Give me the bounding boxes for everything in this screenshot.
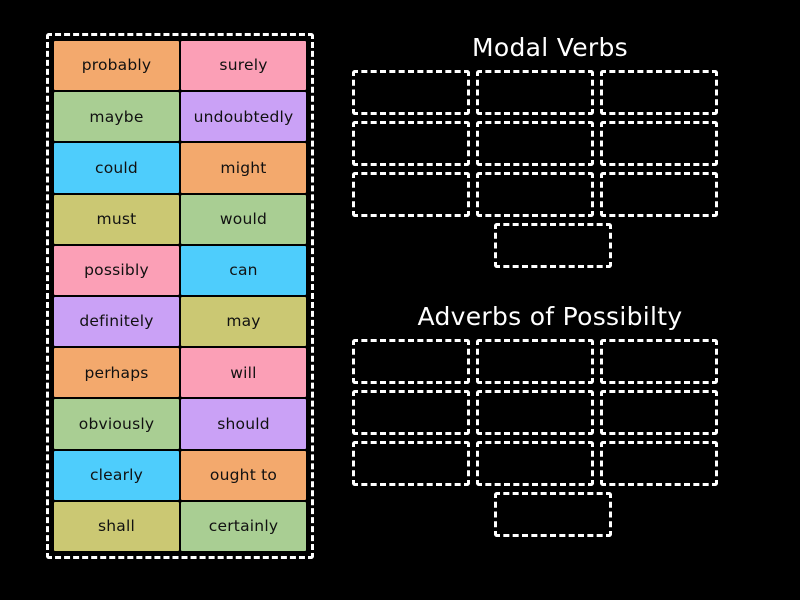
drop-slot[interactable] [352,171,470,217]
drop-slot-row [352,222,748,274]
word-tile[interactable]: must [54,194,179,244]
word-tile[interactable]: may [181,297,306,347]
category-adverbs-of-possibility: Adverbs of Possibilty [352,303,782,543]
drop-slot-row [352,491,748,543]
word-tile[interactable]: might [181,143,306,193]
drop-slot[interactable] [476,171,594,217]
drop-slot[interactable] [600,440,718,486]
word-tile[interactable]: definitely [54,297,179,347]
drop-slot[interactable] [600,120,718,166]
drop-slot[interactable] [600,389,718,435]
word-tile[interactable]: can [181,245,306,296]
drop-slot-grid-adverbs-of-possibility [352,338,748,543]
drop-slot[interactable] [352,338,470,384]
drop-slot[interactable] [476,120,594,166]
drop-slot[interactable] [494,491,612,537]
drop-slot-grid-modal-verbs [352,69,748,274]
drop-slot[interactable] [352,440,470,486]
drop-slot[interactable] [600,69,718,115]
word-tile[interactable]: surely [181,41,306,91]
word-tile[interactable]: possibly [54,245,179,296]
word-tile[interactable]: would [181,194,306,244]
word-tile[interactable]: should [181,399,306,449]
word-tile[interactable]: clearly [54,450,179,500]
drop-slot[interactable] [352,389,470,435]
drop-slot[interactable] [600,338,718,384]
word-tile[interactable]: obviously [54,399,179,449]
drop-slot[interactable] [476,389,594,435]
word-tile[interactable]: certainly [181,501,306,552]
drop-slot[interactable] [352,120,470,166]
word-tile[interactable]: probably [54,41,179,91]
word-tile[interactable]: perhaps [54,348,179,398]
drop-slot[interactable] [600,171,718,217]
drop-slot[interactable] [476,440,594,486]
word-tile[interactable]: undoubtedly [181,92,306,142]
drop-slot[interactable] [352,69,470,115]
category-modal-verbs: Modal Verbs [352,34,782,274]
word-tile[interactable]: could [54,143,179,193]
category-title-adverbs-of-possibility: Adverbs of Possibilty [417,302,683,331]
drop-slot[interactable] [476,338,594,384]
word-tile[interactable]: ought to [181,450,306,500]
drop-slot[interactable] [494,222,612,268]
word-tile[interactable]: shall [54,501,179,552]
category-title-modal-verbs: Modal Verbs [472,33,628,62]
word-tile[interactable]: will [181,348,306,398]
word-tile[interactable]: maybe [54,92,179,142]
drop-slot[interactable] [476,69,594,115]
